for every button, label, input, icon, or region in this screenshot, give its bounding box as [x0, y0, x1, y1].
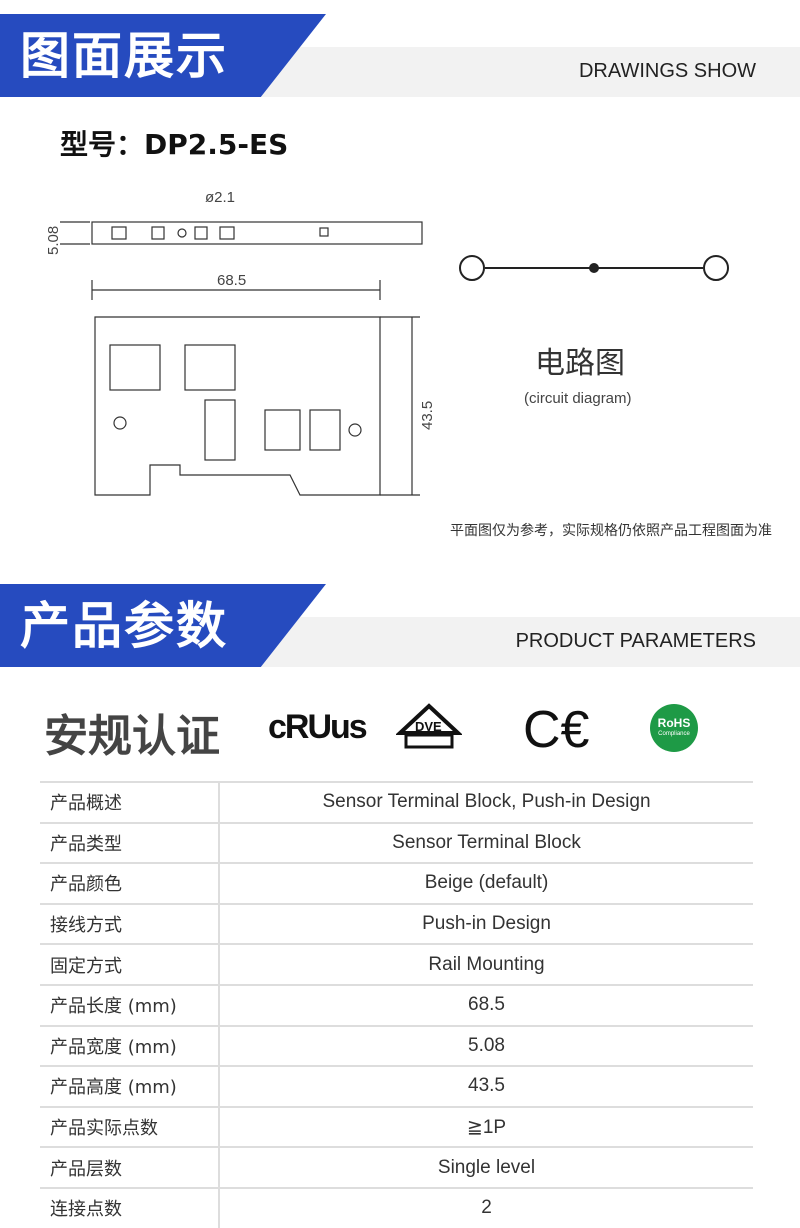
- section-subtitle: PRODUCT PARAMETERS: [515, 630, 756, 652]
- param-value: Sensor Terminal Block, Push-in Design: [219, 781, 753, 824]
- circuit-sublabel: (circuit diagram): [524, 390, 632, 407]
- param-value: 2: [219, 1186, 753, 1228]
- certifications-title: 安规认证: [44, 711, 220, 762]
- circuit-label: 电路图: [535, 346, 625, 381]
- param-name: 产品颜色: [40, 862, 220, 905]
- side-view: [94, 316, 381, 496]
- section-subtitle: DRAWINGS SHOW: [578, 60, 756, 82]
- junction-dot: [589, 263, 599, 273]
- param-name: 产品概述: [40, 781, 220, 824]
- diameter-label: ø2.1: [205, 189, 235, 206]
- table-row: 产品宽度 (mm)5.08: [40, 1024, 753, 1068]
- param-name: 产品长度 (mm): [40, 983, 220, 1027]
- param-value: 5.08: [219, 1024, 753, 1068]
- rohs-logo: RoHS Compliance: [650, 704, 698, 752]
- param-value: Single level: [219, 1146, 753, 1189]
- drawing-note: 平面图仅为参考，实际规格仍依照产品工程图面为准: [450, 523, 772, 539]
- param-name: 产品高度 (mm): [40, 1065, 220, 1108]
- param-name: 产品类型: [40, 821, 220, 865]
- banner-blue-block: [0, 14, 326, 97]
- section-title: 产品参数: [20, 597, 228, 655]
- length-label: 68.5: [217, 272, 246, 289]
- svg-text:DVE: DVE: [415, 719, 442, 734]
- param-value: 43.5: [219, 1065, 753, 1108]
- vde-logo: DVE: [396, 703, 462, 749]
- params-banner: 产品参数 PRODUCT PARAMETERS: [0, 584, 800, 668]
- width-label: 5.08: [45, 226, 62, 255]
- terminal-right: [703, 255, 729, 281]
- table-row: 产品高度 (mm)43.5: [40, 1065, 753, 1108]
- param-name: 产品实际点数: [40, 1105, 220, 1149]
- param-name: 接线方式: [40, 902, 220, 946]
- param-value: Rail Mounting: [219, 943, 753, 986]
- param-value: ≧1P: [219, 1105, 753, 1149]
- param-value: Push-in Design: [219, 902, 753, 946]
- param-name: 产品层数: [40, 1146, 220, 1189]
- rohs-label: RoHS: [657, 716, 691, 730]
- param-name: 产品宽度 (mm): [40, 1024, 220, 1068]
- ce-logo: C€: [523, 701, 590, 759]
- param-value: 68.5: [219, 983, 753, 1027]
- param-name: 连接点数: [40, 1186, 220, 1228]
- param-name: 固定方式: [40, 943, 220, 986]
- table-row: 产品实际点数≧1P: [40, 1105, 753, 1149]
- drawings-banner: 图面展示 DRAWINGS SHOW: [0, 14, 800, 98]
- section-title: 图面展示: [20, 27, 228, 85]
- table-row: 产品长度 (mm)68.5: [40, 983, 753, 1027]
- rohs-sublabel: Compliance: [658, 731, 690, 737]
- param-value: Beige (default): [219, 862, 753, 905]
- ul-logo: cRUus: [268, 708, 368, 746]
- technical-drawing: ø2.1 68.5 5.08 43.5: [45, 189, 436, 496]
- model-number: 型号：DP2.5-ES: [60, 128, 289, 161]
- circuit-diagram: [459, 255, 729, 281]
- height-label: 43.5: [419, 401, 436, 430]
- top-view: [91, 221, 423, 245]
- param-value: Sensor Terminal Block: [219, 821, 753, 865]
- terminal-left: [459, 255, 485, 281]
